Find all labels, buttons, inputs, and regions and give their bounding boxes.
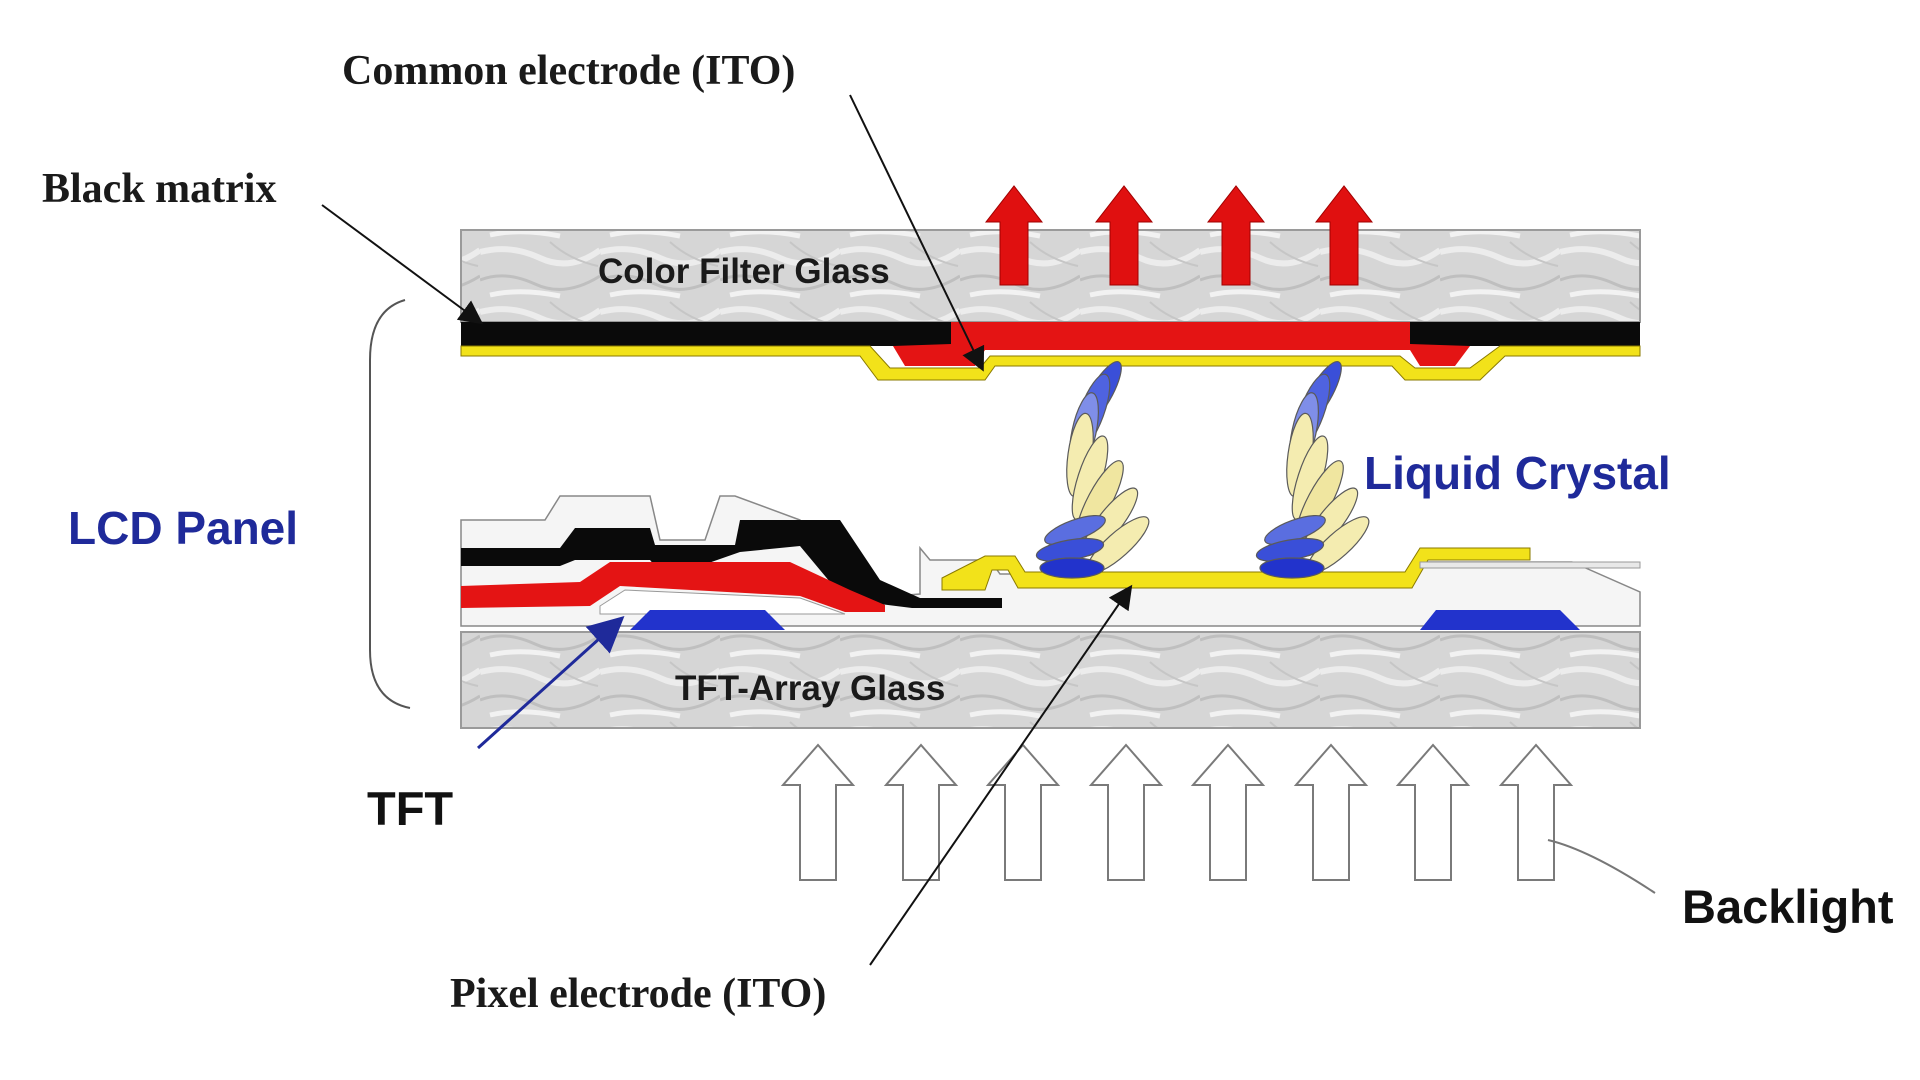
liquid-crystal-label: Liquid Crystal xyxy=(1364,447,1671,499)
color-filter-red xyxy=(893,322,1470,366)
backlight-arrow-8 xyxy=(1498,743,1574,881)
common-electrode-label: Common electrode (ITO) xyxy=(342,48,796,94)
red-arrow-2 xyxy=(1094,185,1154,286)
liquid-crystal-cluster-2 xyxy=(1255,361,1370,579)
backlight-leader xyxy=(1547,839,1656,894)
tft-black-layer xyxy=(461,520,1002,608)
emitted-light-arrows xyxy=(984,185,1374,286)
backlight-arrow-4 xyxy=(1088,743,1164,881)
tft-white-gap xyxy=(599,589,846,615)
tft-leader xyxy=(476,615,625,750)
pixel-electrode-leader xyxy=(869,584,1133,966)
red-arrow-4 xyxy=(1314,185,1374,286)
tft-label: TFT xyxy=(367,782,454,835)
backlight-arrow-2 xyxy=(883,743,959,881)
liquid-crystal-cluster-1 xyxy=(1035,361,1150,579)
color-filter-glass-label: Color Filter Glass xyxy=(598,252,890,291)
tft-gate-right xyxy=(1420,610,1580,630)
black-matrix-right xyxy=(1410,322,1640,346)
right-layer-stack xyxy=(1419,561,1641,569)
backlight-arrow-5 xyxy=(1190,743,1266,881)
red-arrow-3 xyxy=(1206,185,1266,286)
black-matrix-left xyxy=(461,322,951,346)
black-matrix-label: Black matrix xyxy=(42,166,277,212)
black-matrix-leader xyxy=(321,204,484,325)
tft-array-glass xyxy=(460,631,1641,729)
common-electrode-leader xyxy=(849,94,985,372)
lcd-panel-bracket xyxy=(369,299,411,709)
backlight-arrow-6 xyxy=(1293,743,1369,881)
pixel-electrode-ito xyxy=(941,547,1531,591)
tft-gate-left xyxy=(630,610,785,630)
backlight-arrow-3 xyxy=(985,743,1061,881)
red-arrow-1 xyxy=(984,185,1044,286)
backlight-label: Backlight xyxy=(1682,880,1894,933)
lcd-panel-label: LCD Panel xyxy=(68,502,299,554)
tft-red-layer xyxy=(461,562,885,612)
backlight-arrow-1 xyxy=(780,743,856,881)
tft-array-glass-label: TFT-Array Glass xyxy=(675,669,946,708)
color-filter-glass xyxy=(460,229,1641,323)
backlight-arrow-7 xyxy=(1395,743,1471,881)
pixel-electrode-label: Pixel electrode (ITO) xyxy=(450,971,827,1017)
backlight-arrows xyxy=(780,743,1574,881)
